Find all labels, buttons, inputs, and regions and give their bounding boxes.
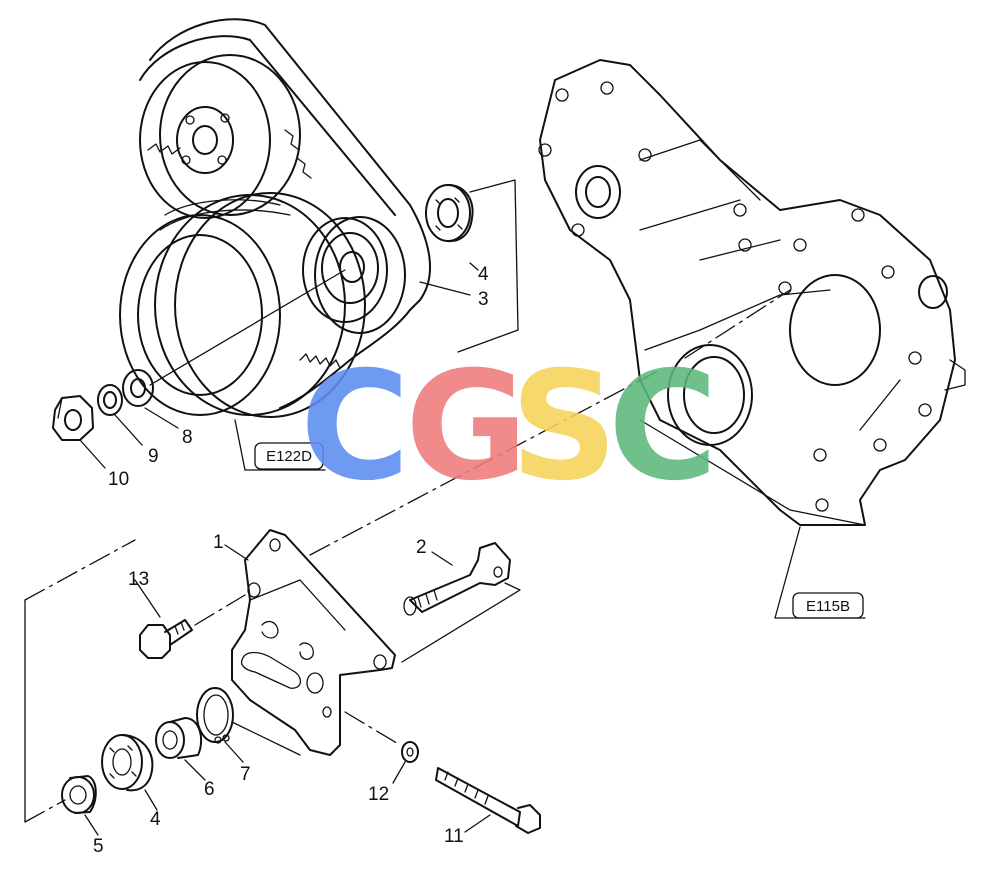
washer-12 bbox=[401, 741, 419, 763]
callout-10: 10 bbox=[108, 469, 129, 490]
bolt-13 bbox=[139, 619, 193, 659]
drive-belt bbox=[149, 18, 431, 409]
watermark-letter-c1: C bbox=[300, 340, 410, 514]
seal-5 bbox=[61, 775, 97, 814]
washer-8 bbox=[122, 369, 154, 407]
lock-washer-9 bbox=[97, 384, 123, 416]
circlip-7 bbox=[196, 687, 234, 744]
callout-11: 11 bbox=[444, 826, 464, 847]
large-pulley bbox=[119, 214, 281, 416]
top-pulley bbox=[139, 61, 271, 219]
callout-5: 5 bbox=[93, 836, 104, 857]
ref-label-e122d: E122D bbox=[266, 448, 312, 465]
timing-cover bbox=[538, 59, 966, 526]
callout-2: 2 bbox=[416, 537, 427, 558]
callout-8: 8 bbox=[182, 427, 193, 448]
watermark-letter-s: S bbox=[510, 340, 618, 514]
callout-12: 12 bbox=[368, 784, 389, 805]
belt-pulley-assembly bbox=[119, 18, 431, 418]
seal-bore bbox=[667, 344, 753, 446]
reference-e115b: E115B bbox=[774, 526, 866, 619]
callout-7: 7 bbox=[240, 764, 251, 785]
callout-9: 9 bbox=[148, 446, 159, 467]
ref-label-e115b: E115B bbox=[806, 598, 850, 615]
bushing-6 bbox=[155, 717, 203, 759]
bolt-11 bbox=[435, 767, 541, 834]
callout-4-bottom: 4 bbox=[150, 809, 161, 830]
watermark-letter-c2: C bbox=[608, 340, 718, 514]
watermark-letter-g: G bbox=[405, 340, 528, 514]
callout-3: 3 bbox=[478, 289, 489, 310]
bearing-top bbox=[425, 184, 474, 243]
callout-1: 1 bbox=[213, 532, 224, 553]
pivot-stud-2 bbox=[403, 542, 511, 616]
tensioner-bracket bbox=[231, 529, 396, 756]
idler-pulley bbox=[302, 217, 388, 323]
watermark: C G S C bbox=[300, 340, 718, 514]
bearing-bottom bbox=[101, 734, 154, 792]
reference-e122d: E122D bbox=[234, 419, 326, 471]
nut-10 bbox=[52, 395, 94, 441]
callout-4-top: 4 bbox=[478, 264, 489, 285]
callout-6: 6 bbox=[204, 779, 215, 800]
callout-13: 13 bbox=[128, 569, 149, 590]
